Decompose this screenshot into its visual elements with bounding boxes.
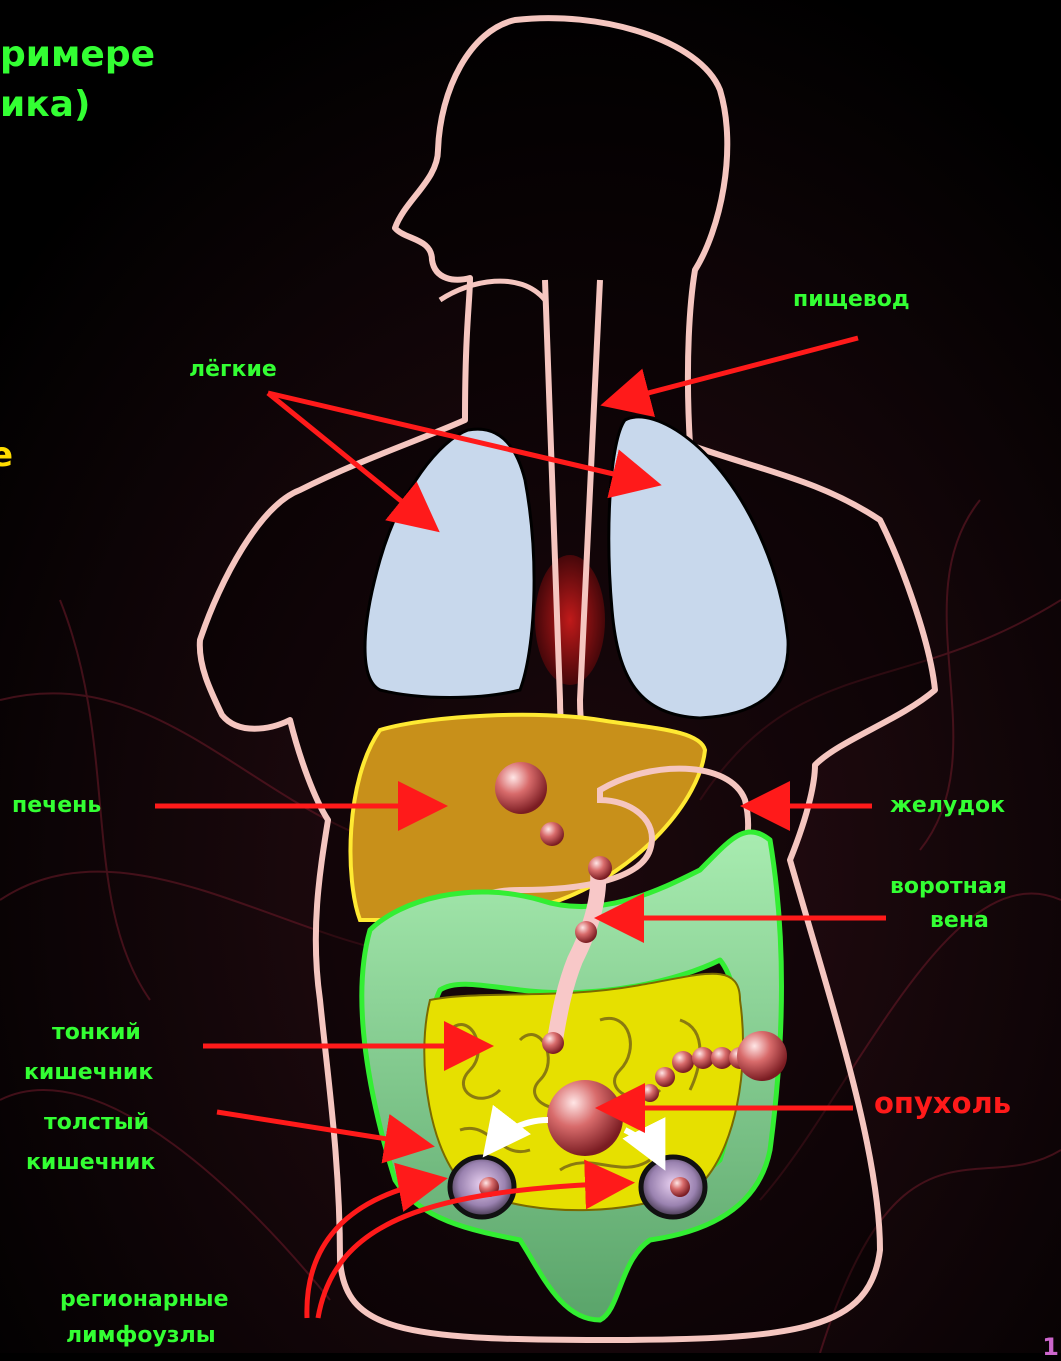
label-lungs: лёгкие (189, 355, 277, 385)
liver-metastasis-large (495, 762, 547, 814)
label-liver: печень (12, 791, 101, 821)
tumor (547, 1080, 623, 1156)
page-number: 1 (1042, 1333, 1059, 1361)
intestine-metastasis (542, 1032, 564, 1054)
label-large-intestine-line1: толстый (44, 1108, 149, 1138)
label-portal-vein-line2: вена (930, 906, 989, 936)
liver-metastasis-small (540, 822, 564, 846)
label-small-intestine-line2: кишечник (24, 1058, 153, 1088)
title-fragment-line2: ика) (0, 80, 90, 130)
title-fragment-line1: римере (0, 30, 155, 80)
label-tumor: опухоль (874, 1083, 1011, 1123)
heart (535, 555, 605, 685)
label-esophagus: пищевод (793, 285, 910, 315)
vein-embolus (575, 921, 597, 943)
clipped-glyph-4: I (0, 485, 3, 525)
vein-metastasis (588, 856, 612, 880)
clipped-glyph-2: I (0, 385, 3, 425)
label-portal-vein-line1: воротная (890, 872, 1007, 902)
label-lymph-nodes-line2: лимфоузлы (66, 1321, 216, 1351)
clipped-glyph-6: I (0, 1155, 3, 1195)
label-lymph-nodes-line1: регионарные (60, 1285, 229, 1315)
label-large-intestine-line2: кишечник (26, 1148, 155, 1178)
label-small-intestine-line1: тонкий (52, 1018, 141, 1048)
clipped-glyph-5: I (0, 535, 3, 575)
clipped-glyph-1: I (0, 340, 3, 380)
distant-metastasis (737, 1031, 787, 1081)
clipped-glyph-3: e (0, 435, 13, 475)
label-stomach: желудок (890, 791, 1005, 821)
